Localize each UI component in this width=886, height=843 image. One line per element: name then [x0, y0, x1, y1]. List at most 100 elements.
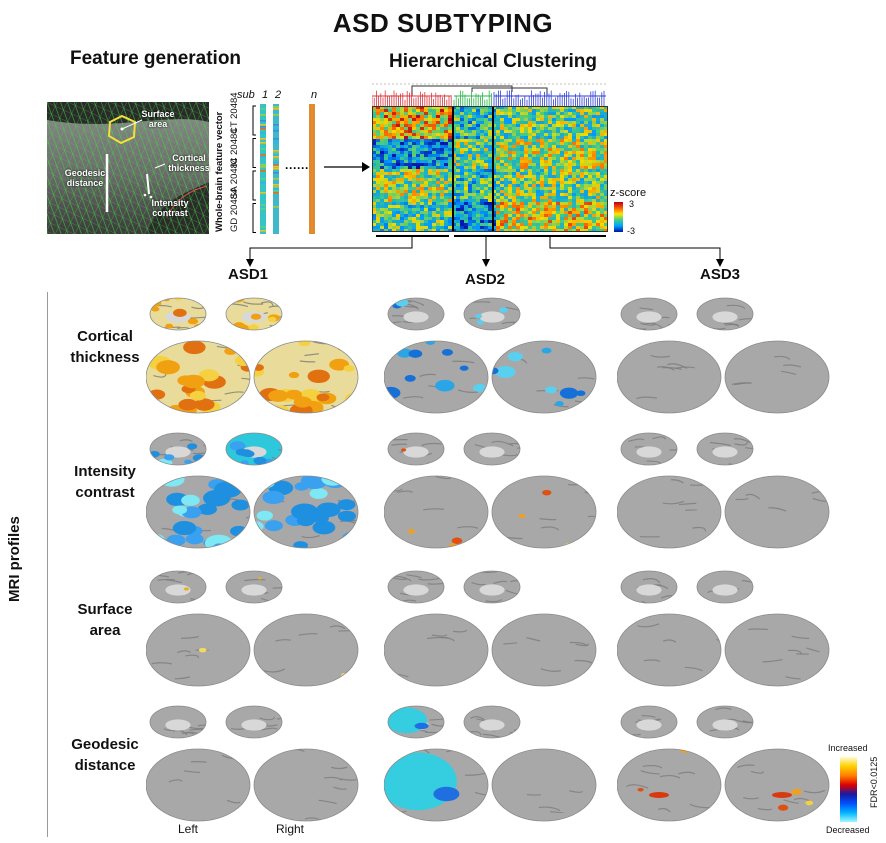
heatmap-cell: [504, 127, 508, 130]
heatmap-cell: [400, 175, 404, 178]
heatmap-cell: [552, 211, 556, 214]
heatmap-cell: [512, 130, 516, 133]
heatmap-cell: [440, 187, 444, 190]
heatmap-cell: [580, 151, 584, 154]
heatmap-cell: [528, 151, 532, 154]
brain-outline: [253, 748, 359, 822]
heatmap-cell: [372, 199, 376, 202]
heatmap-cell: [428, 106, 432, 109]
heatmap-cell: [400, 148, 404, 151]
heatmap-cell: [404, 154, 408, 157]
heatmap-cell: [416, 151, 420, 154]
heatmap-cell: [576, 145, 580, 148]
heatmap-cell: [388, 130, 392, 133]
heatmap-cell: [516, 187, 520, 190]
heatmap-cell: [488, 226, 492, 229]
heatmap-cell: [592, 199, 596, 202]
heatmap-cell: [436, 148, 440, 151]
left-lateral-brain: [146, 749, 250, 821]
sulcus: [157, 578, 175, 581]
heatmap-cell: [420, 214, 424, 217]
heatmap-cell: [404, 148, 408, 151]
effect-cluster: [637, 787, 644, 792]
heatmap-cell: [480, 127, 484, 130]
heatmap-cell: [540, 139, 544, 142]
heatmap-cell: [540, 193, 544, 196]
heatmap-cell: [440, 220, 444, 223]
heatmap-cell: [416, 181, 420, 184]
heatmap-cell: [560, 193, 564, 196]
heatmap-cell: [552, 214, 556, 217]
heatmap-cell: [456, 208, 460, 211]
brain-outline: [149, 570, 207, 604]
heatmap-cell: [480, 202, 484, 205]
heatmap-cell: [512, 214, 516, 217]
heatmap-cell: [476, 220, 480, 223]
heatmap-cell: [440, 139, 444, 142]
effect-cluster: [697, 729, 701, 733]
heatmap-cell: [520, 112, 524, 115]
heatmap-cell: [496, 130, 500, 133]
heatmap-cell: [536, 211, 540, 214]
heatmap-cell: [560, 142, 564, 145]
vector-stripe: [273, 114, 279, 116]
sulcus: [491, 440, 514, 447]
heatmap-cell: [604, 124, 608, 127]
heatmap-cell: [496, 112, 500, 115]
heatmap-cell: [600, 130, 604, 133]
heatmap-cell: [520, 151, 524, 154]
heatmap-cell: [540, 121, 544, 124]
heatmap-cell: [388, 148, 392, 151]
heatmap-cell: [576, 208, 580, 211]
heatmap-cell: [416, 208, 420, 211]
heatmap-cell: [376, 199, 380, 202]
heatmap-cell: [372, 190, 376, 193]
heatmap-cell: [416, 190, 420, 193]
brain-outline: [253, 475, 359, 549]
heatmap-cell: [464, 199, 468, 202]
heatmap-cell: [480, 154, 484, 157]
heatmap-cell: [440, 145, 444, 148]
heatmap-cell: [396, 130, 400, 133]
heatmap-cell: [408, 154, 412, 157]
heatmap-cell: [412, 217, 416, 220]
heatmap-cell: [424, 187, 428, 190]
heatmap-cell: [392, 217, 396, 220]
heatmap-cell: [376, 217, 380, 220]
heatmap-cell: [412, 136, 416, 139]
heatmap-cell: [488, 202, 492, 205]
vector-stripe: [260, 166, 266, 168]
heatmap-cell: [440, 142, 444, 145]
heatmap-cell: [412, 109, 416, 112]
heatmap-cell: [440, 202, 444, 205]
heatmap-cell: [412, 175, 416, 178]
heatmap-cell: [444, 229, 448, 232]
heatmap-cell: [600, 175, 604, 178]
heatmap-cell: [464, 157, 468, 160]
heatmap-cell: [480, 112, 484, 115]
heatmap-cell: [528, 166, 532, 169]
heatmap-cell: [480, 187, 484, 190]
heatmap-cell: [400, 115, 404, 118]
heatmap-cell: [436, 154, 440, 157]
heatmap-cell: [560, 127, 564, 130]
sulcus: [701, 328, 720, 330]
heatmap-cell: [460, 166, 464, 169]
heatmap-cell: [372, 145, 376, 148]
right-lateral-brain: [725, 749, 829, 821]
heatmap-cell: [568, 118, 572, 121]
heatmap-cell: [508, 121, 512, 124]
heatmap-cell: [400, 145, 404, 148]
sulcus: [298, 633, 318, 636]
heatmap-cell: [488, 109, 492, 112]
heatmap-cell: [428, 190, 432, 193]
heatmap-cell: [404, 112, 408, 115]
heatmap-cell: [400, 172, 404, 175]
heatmap-cell: [444, 115, 448, 118]
heatmap-cell: [532, 163, 536, 166]
heatmap-cell: [388, 184, 392, 187]
heatmap-cell: [512, 121, 516, 124]
heatmap-cell: [384, 166, 388, 169]
heatmap-cell: [552, 133, 556, 136]
heatmap-cell: [488, 220, 492, 223]
